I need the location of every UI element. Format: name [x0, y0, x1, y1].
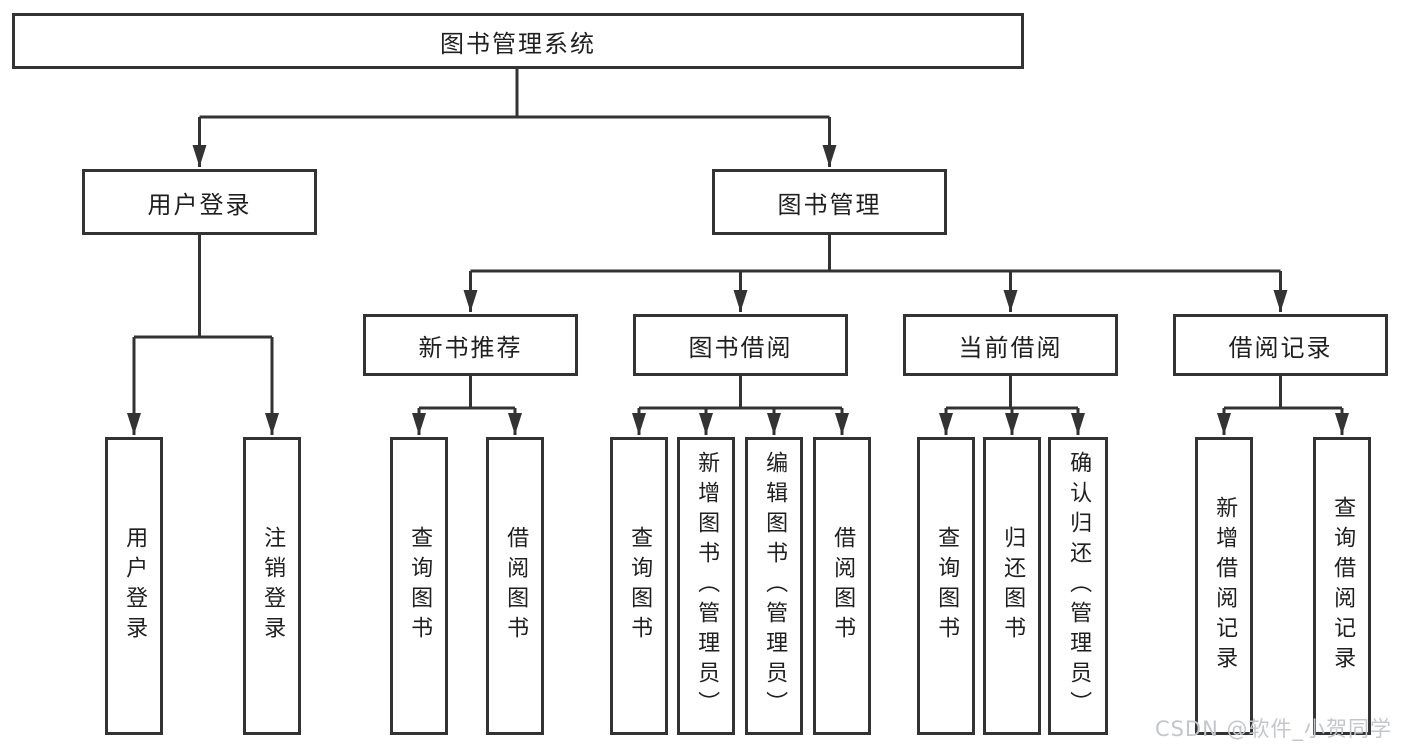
leaf-label: 用户登录	[122, 526, 148, 646]
leaf-user-login: 用户登录	[105, 437, 163, 735]
leaf-label: 借阅图书	[830, 526, 856, 646]
leaf-query-books-3: 查询图书	[917, 437, 975, 735]
leaf-borrow-books-1: 借阅图书	[486, 437, 544, 735]
node-label: 借阅记录	[1228, 333, 1333, 362]
node-borrow-records: 借阅记录	[1173, 314, 1388, 376]
node-user-login: 用户登录	[82, 169, 317, 235]
leaf-label: 查询图书	[934, 526, 960, 646]
node-label: 图书借阅	[688, 333, 793, 362]
node-new-book-recommend: 新书推荐	[363, 314, 578, 376]
watermark: CSDN @软件_小贺同学	[1154, 717, 1392, 741]
leaf-label: 新增借阅记录	[1212, 496, 1238, 676]
node-current-borrow: 当前借阅	[903, 314, 1118, 376]
node-book-management: 图书管理	[712, 169, 947, 235]
leaf-label: 归还图书	[1000, 526, 1026, 646]
leaf-borrow-books-2: 借阅图书	[813, 437, 871, 735]
leaf-label: 编辑图书（管理员）	[762, 451, 788, 721]
leaf-logout: 注销登录	[243, 437, 301, 735]
leaf-add-book-admin: 新增图书（管理员）	[677, 437, 735, 735]
node-label: 新书推荐	[418, 333, 523, 362]
leaf-label: 借阅图书	[503, 526, 529, 646]
node-book-borrow: 图书借阅	[633, 314, 848, 376]
leaf-edit-book-admin: 编辑图书（管理员）	[745, 437, 803, 735]
leaf-query-books-1: 查询图书	[390, 437, 448, 735]
leaf-query-books-2: 查询图书	[610, 437, 668, 735]
leaf-add-borrow-record: 新增借阅记录	[1195, 437, 1253, 735]
leaf-query-borrow-record: 查询借阅记录	[1313, 437, 1371, 735]
leaf-confirm-return-admin: 确认归还（管理员）	[1048, 437, 1108, 735]
node-label: 图书管理	[777, 190, 882, 219]
leaf-label: 查询图书	[407, 526, 433, 646]
node-library-management-system: 图书管理系统	[12, 13, 1024, 69]
leaf-label: 查询图书	[627, 526, 653, 646]
leaf-label: 新增图书（管理员）	[694, 451, 720, 721]
node-label: 图书管理系统	[440, 29, 596, 58]
leaf-return-book: 归还图书	[983, 437, 1041, 735]
leaf-label: 注销登录	[260, 526, 286, 646]
leaf-label: 查询借阅记录	[1330, 496, 1356, 676]
node-label: 用户登录	[147, 190, 252, 219]
leaf-label: 确认归还（管理员）	[1066, 451, 1092, 721]
node-label: 当前借阅	[958, 333, 1063, 362]
